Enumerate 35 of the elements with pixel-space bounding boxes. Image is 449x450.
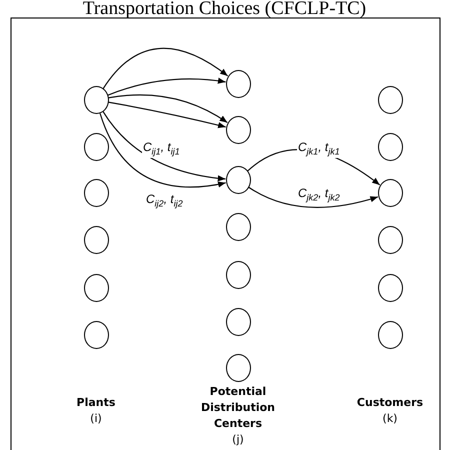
arrow bbox=[108, 78, 226, 96]
arrow bbox=[248, 186, 378, 208]
node-circle bbox=[84, 321, 108, 349]
node-circle bbox=[226, 261, 250, 289]
arrow bbox=[108, 94, 228, 124]
column-heading: Potential Distribution Centers bbox=[200, 384, 276, 432]
node-circle bbox=[84, 179, 108, 207]
index-label: (i) bbox=[90, 411, 102, 427]
index-label: (k) bbox=[382, 411, 398, 427]
index-label: (j) bbox=[232, 432, 244, 448]
column-heading: Customers bbox=[356, 395, 424, 411]
node-circle bbox=[378, 179, 402, 207]
node-circle bbox=[226, 166, 250, 194]
node-circle bbox=[226, 70, 250, 98]
column-heading: Plants bbox=[76, 395, 116, 411]
node-circle bbox=[378, 274, 402, 302]
node-circle bbox=[378, 133, 402, 161]
node-circle bbox=[378, 321, 402, 349]
title: Transportation Choices (CFCLP-TC) bbox=[82, 0, 368, 20]
arrow bbox=[108, 102, 226, 128]
node-circle bbox=[226, 213, 250, 241]
node-circle bbox=[226, 116, 250, 144]
node-circle bbox=[84, 86, 108, 114]
node-circle bbox=[378, 86, 402, 114]
node-circle bbox=[378, 226, 402, 254]
edge-label: C$_{jk2}$, t$_{jk2}$ bbox=[297, 186, 341, 204]
node-circle bbox=[226, 354, 250, 382]
arrow bbox=[102, 48, 228, 89]
node-circle bbox=[84, 133, 108, 161]
edge-label: C$_{ij2}$, t$_{ij2}$ bbox=[145, 192, 184, 210]
edge-label: C$_{jk1}$, t$_{jk1}$ bbox=[297, 140, 341, 158]
node-circle bbox=[226, 308, 250, 336]
node-circle bbox=[84, 274, 108, 302]
node-circle bbox=[84, 226, 108, 254]
edge-label: C$_{ij1}$, t$_{ij1}$ bbox=[142, 140, 181, 158]
